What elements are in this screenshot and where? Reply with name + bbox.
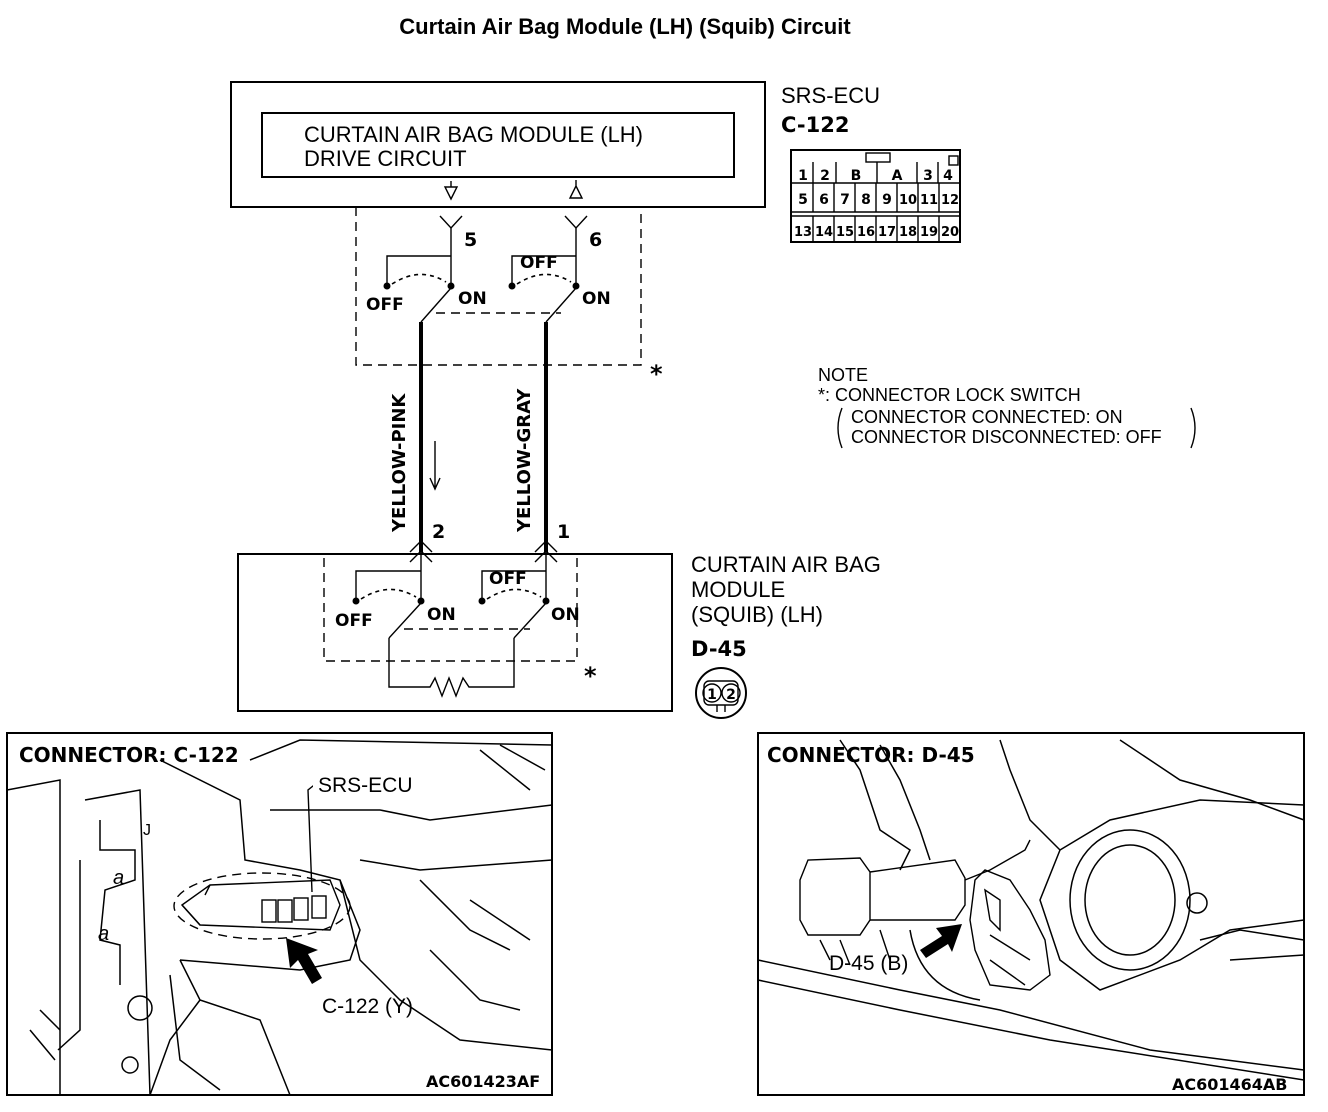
wire-label-yellow-pink: YELLOW-PINK: [389, 393, 410, 533]
module-right-off-label: OFF: [489, 569, 527, 589]
ecu-right-off-label: OFF: [520, 253, 558, 273]
pinout-bot-13: 13: [794, 225, 812, 240]
pinout-mid-7: 7: [840, 192, 850, 208]
note-line2: CONNECTOR CONNECTED: ON: [851, 407, 1123, 427]
ecu-right-on-label: ON: [582, 289, 611, 309]
harness-wires: YELLOW-PINK YELLOW-GRAY 2 1: [389, 322, 570, 552]
pinout-top-1: 1: [798, 168, 808, 184]
pinout-mid-12: 12: [941, 193, 959, 208]
srs-ecu-label: SRS-ECU: [781, 83, 880, 108]
photo-left-callout-connector: C-122 (Y): [322, 995, 413, 1018]
drive-circuit-label-line1: CURTAIN AIR BAG MODULE (LH): [304, 122, 643, 147]
photo-left-code: AC601423AF: [426, 1072, 540, 1091]
pinout-bot-20: 20: [941, 225, 959, 240]
photo-left-mark-a1: a: [113, 867, 124, 889]
photo-d45: CONNECTOR: D-45 D-45 (B) AC601464AB: [757, 732, 1305, 1096]
ecu-lock-switch: 5 6 OFF ON OFF ON *: [355, 207, 663, 388]
note-block: NOTE *: CONNECTOR LOCK SWITCH CONNECTOR …: [818, 365, 1196, 449]
input-triangle-icon: [568, 180, 584, 199]
photo-left-mark-a2: a: [98, 923, 109, 945]
ecu-pin6-label: 6: [589, 229, 602, 251]
output-triangle-icon: [443, 181, 459, 201]
ecu-switch-asterisk: *: [650, 360, 663, 388]
module-label-line1: CURTAIN AIR BAG: [691, 552, 881, 577]
module-pin2-label: 2: [432, 521, 445, 543]
pinout-top-4: 4: [943, 168, 953, 184]
pinout-mid-8: 8: [861, 192, 871, 208]
pinout-mid-11: 11: [920, 193, 938, 208]
pinout-bot-17: 17: [878, 225, 896, 240]
srs-ecu-block: CURTAIN AIR BAG MODULE (LH) DRIVE CIRCUI…: [230, 81, 766, 208]
photo-right-callout-connector: D-45 (B): [829, 952, 908, 975]
drive-circuit-label-line2: DRIVE CIRCUIT: [304, 146, 467, 171]
ecu-left-on-label: ON: [458, 289, 487, 309]
pinout-bot-19: 19: [920, 225, 938, 240]
photo-right-code: AC601464AB: [1172, 1075, 1288, 1094]
note-line1: *: CONNECTOR LOCK SWITCH: [818, 385, 1081, 405]
diagram-title: Curtain Air Bag Module (LH) (Squib) Circ…: [399, 14, 851, 39]
c122-pointer-arrow-icon: [286, 938, 322, 984]
note-line3: CONNECTOR DISCONNECTED: OFF: [851, 427, 1162, 447]
photo-left-heading: CONNECTOR: C-122: [19, 743, 239, 767]
photo-right-heading: CONNECTOR: D-45: [767, 743, 975, 767]
module-left-off-label: OFF: [335, 611, 373, 631]
photo-left-callout-ecu: SRS-ECU: [318, 774, 413, 797]
ecu-connector-id: C-122: [781, 113, 849, 137]
pinout-bot-16: 16: [857, 225, 875, 240]
pinout-top-A: A: [892, 168, 903, 184]
photo-left-mark-j: J: [143, 822, 151, 839]
ecu-pin5-label: 5: [464, 229, 477, 251]
d45-pointer-arrow-icon: [920, 924, 962, 958]
ecu-left-off-label: OFF: [366, 295, 404, 315]
pinout-top-B: B: [851, 168, 862, 184]
module-pin1-label: 1: [557, 521, 570, 543]
ecu-connector-pinout: 1 2 B A 3 4 5 6 7 8 9 10 11 12 13 14 15 …: [790, 149, 961, 243]
pinout-mid-5: 5: [798, 192, 808, 208]
pinout-mid-9: 9: [882, 192, 892, 208]
module-label-line3: (SQUIB) (LH): [691, 602, 823, 627]
wire-label-yellow-gray: YELLOW-GRAY: [514, 388, 535, 533]
photo-c122: CONNECTOR: C-122 SRS-ECU C-122 (Y) AC601…: [6, 732, 553, 1096]
pinout-bot-18: 18: [899, 225, 917, 240]
pinout-top-3: 3: [923, 168, 933, 184]
pinout-mid-10: 10: [899, 193, 917, 208]
pinout-mid-6: 6: [819, 192, 829, 208]
module-connector-id: D-45: [691, 637, 747, 661]
module-face-pin-1: 1: [707, 687, 717, 703]
module-switch-asterisk: *: [584, 662, 597, 690]
air-bag-module-block: OFF ON OFF ON *: [237, 540, 673, 712]
module-face-pin-2: 2: [726, 687, 736, 703]
module-label-line2: MODULE: [691, 577, 785, 602]
note-heading: NOTE: [818, 365, 868, 385]
module-connector-face-icon: 1 2: [695, 667, 747, 719]
module-right-on-label: ON: [551, 605, 580, 625]
module-left-on-label: ON: [427, 605, 456, 625]
pinout-bot-15: 15: [836, 225, 854, 240]
pinout-bot-14: 14: [815, 225, 833, 240]
pinout-top-2: 2: [820, 168, 830, 184]
